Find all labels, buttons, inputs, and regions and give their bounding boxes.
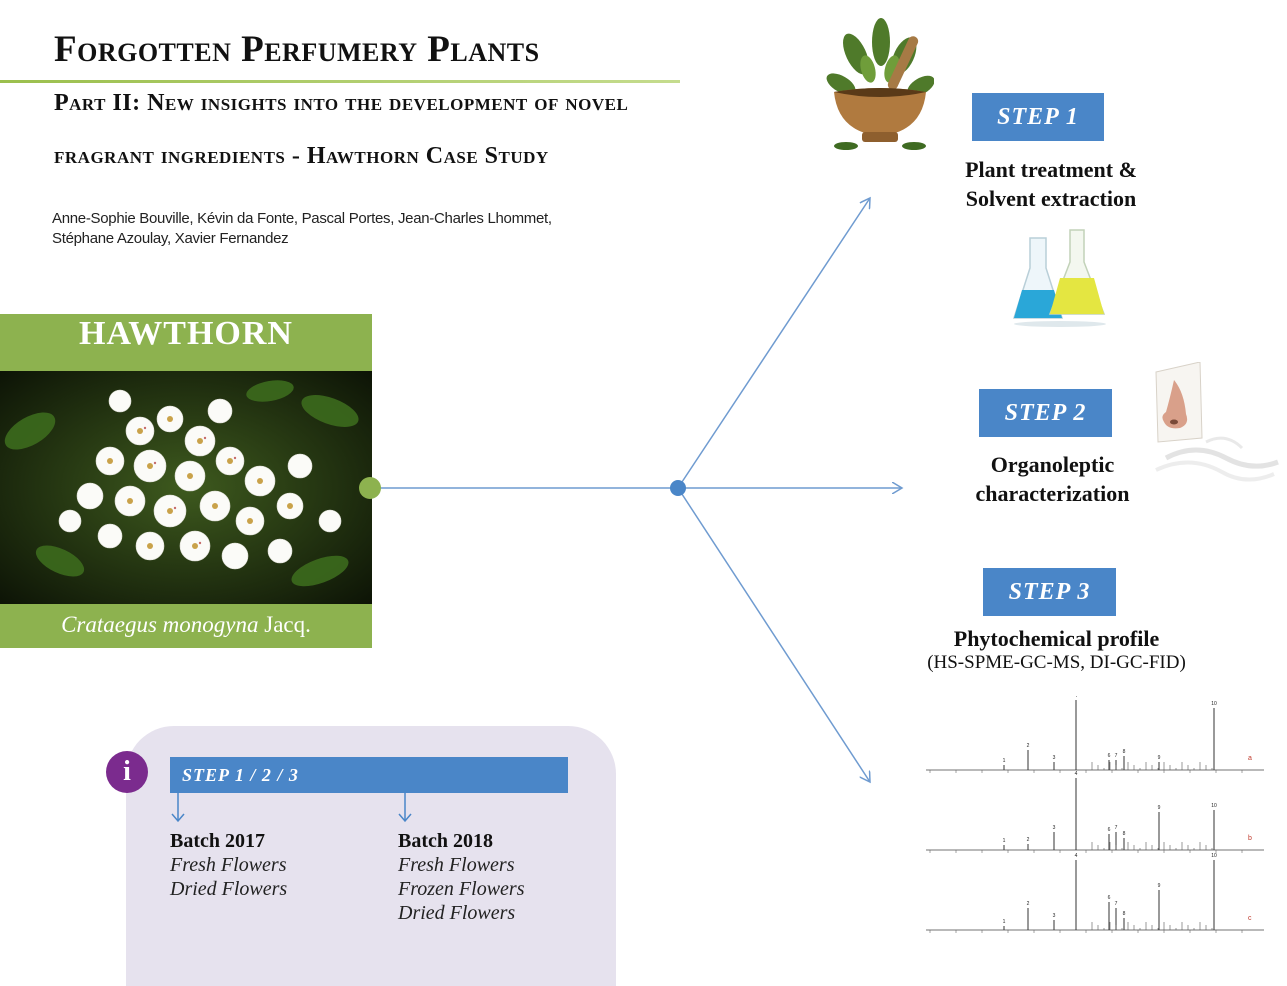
batch-2018-item: Dried Flowers [398,902,516,924]
title-underline [0,80,680,83]
batch-2018-arrowhead [398,813,412,823]
batch-2018: Batch 2018 Fresh Flowers Frozen Flowers … [398,830,524,925]
batch-2018-item: Frozen Flowers [398,878,525,900]
mortar-herbs-icon [826,14,935,154]
peak-label: 10 [1211,701,1217,707]
peak-label: 8 [1123,749,1126,755]
peak-label: 2 [1027,743,1030,749]
peak-label: 9 [1158,755,1161,761]
batch-2017-arrowhead [171,813,185,823]
peak-label: 2 [1027,837,1030,843]
peak-label: 9 [1158,805,1161,811]
hawthorn-flower-photo [0,371,372,604]
step-2-description: Organoleptic characterization [930,450,1175,508]
connector-start-dot [359,477,381,499]
page-title: Forgotten Perfumery Plants [54,29,540,70]
trace-label: a [1248,755,1252,762]
peak-label: 4 [1075,853,1078,859]
peak-label: 9 [1158,883,1161,889]
peak-label: 6 [1108,827,1111,833]
peak-label: 10 [1211,853,1217,859]
step-3-description: Phytochemical profile [900,624,1213,653]
peak-label: 4 [1075,696,1078,699]
nose-smell-icon [1146,361,1282,492]
step-1-desc-line-1: Plant treatment & [965,157,1137,182]
peak-label: 1 [1003,758,1006,764]
plant-name: HAWTHORN [79,315,293,352]
subtitle-line-1: Part II: New insights into the developme… [54,90,629,116]
info-icon: i [106,751,148,793]
step-2-desc-line-1: Organoleptic [990,452,1115,477]
flasks-icon [1010,228,1110,328]
authors-line-1: Anne-Sophie Bouville, Kévin da Fonte, Pa… [52,210,552,227]
trace-label: b [1248,835,1252,842]
species-binomial: Crataegus monogyna [61,612,259,637]
peak-label: 3 [1053,913,1056,919]
step-2-desc-line-2: characterization [975,481,1130,506]
peak-label: 7 [1115,901,1118,907]
step-3-methods: (HS-SPME-GC-MS, DI-GC-FID) [927,652,1186,673]
peak-label: 1 [1003,919,1006,925]
authors-line-2: Stéphane Azoulay, Xavier Fernandez [52,230,289,247]
step-2-label: STEP 2 [979,389,1112,437]
step-3-label: STEP 3 [983,568,1116,616]
batch-2017-item: Fresh Flowers [170,854,287,876]
batch-2017-item: Dried Flowers [170,878,288,900]
species-name: Crataegus monogyna Jacq. [0,612,372,638]
step-1-desc-line-2: Solvent extraction [965,186,1137,211]
peak-label: 7 [1115,825,1118,831]
trace-label: c [1248,915,1252,922]
peak-label: 7 [1115,753,1118,759]
species-author: Jacq. [264,612,311,637]
batch-2017-title: Batch 2017 [170,830,265,852]
info-step-bar: STEP 1 / 2 / 3 [170,757,568,793]
batch-2018-title: Batch 2018 [398,830,493,852]
peak-label: 8 [1123,831,1126,837]
peak-label: 6 [1108,895,1111,901]
batch-2018-item: Fresh Flowers [398,854,515,876]
peak-label: 3 [1053,825,1056,831]
subtitle-line-2: fragrant ingredients - Hawthorn Case Stu… [54,143,549,169]
peak-label: 1 [1003,838,1006,844]
step-3-desc-line-1: Phytochemical profile [953,626,1160,651]
peak-label: 10 [1211,803,1217,809]
step-1-description: Plant treatment & Solvent extraction [918,155,1184,213]
connector-hub-dot [670,480,686,496]
arrow-to-step-1 [677,198,870,489]
peak-label: 3 [1053,755,1056,761]
batch-2017: Batch 2017 Fresh Flowers Dried Flowers [170,830,287,901]
peak-label: 2 [1027,901,1030,907]
step-1-label: STEP 1 [972,93,1104,141]
arrow-to-step-3 [677,487,870,782]
peak-label: 6 [1108,753,1111,759]
peak-label: 4 [1075,771,1078,777]
peak-label: 8 [1123,911,1126,917]
batch-arrows [171,792,412,823]
authors: Anne-Sophie Bouville, Kévin da Fonte, Pa… [52,209,552,249]
